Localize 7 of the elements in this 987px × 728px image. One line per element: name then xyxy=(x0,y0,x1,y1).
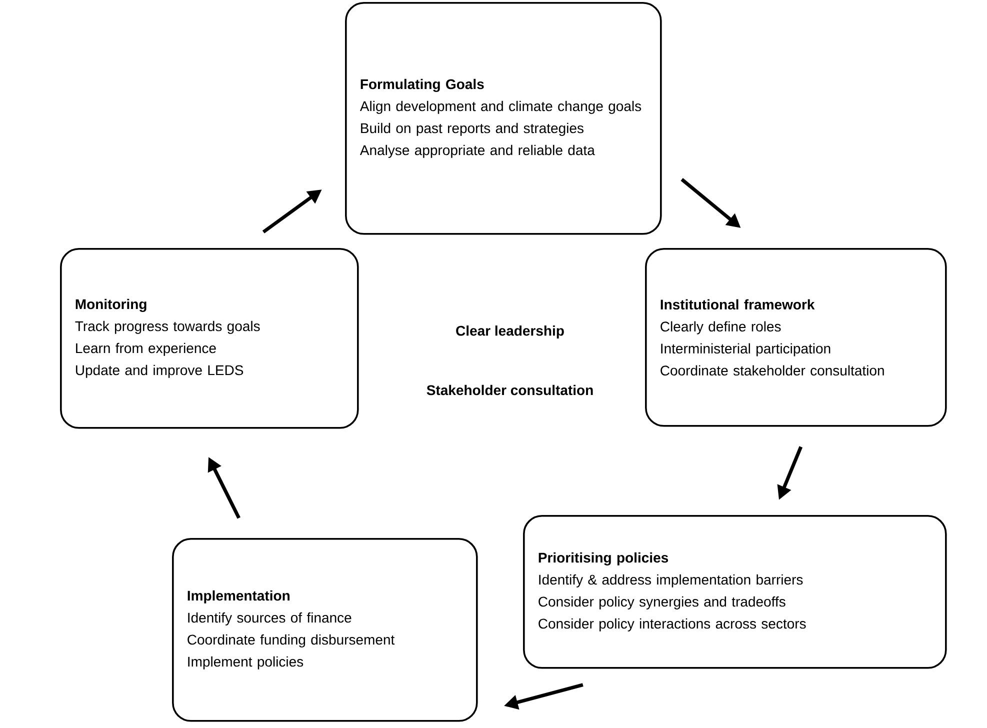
process-box: Institutional framework Clearly define roles Interministerial participation Coordinate stakeholder consultation xyxy=(645,248,947,427)
center-label: Stakeholder consultation xyxy=(426,384,593,396)
center-label: Clear leadership xyxy=(456,325,564,339)
process-box: Implementation Identify sources of finance Coordinate funding disbursement Implement policies xyxy=(172,538,478,722)
process-box: Formulating Goals Align development and climate change goals Build on past reports and strategies Analyse appropriate and reliable data xyxy=(345,2,662,235)
process-box: Prioritising policies Identify & address implementation barriers Consider policy synergies and tradeoffs Consider policy interactions across sectors xyxy=(523,515,947,669)
process-box: Monitoring Track progress towards goals Learn from experience Update and improve LEDS xyxy=(60,248,359,429)
